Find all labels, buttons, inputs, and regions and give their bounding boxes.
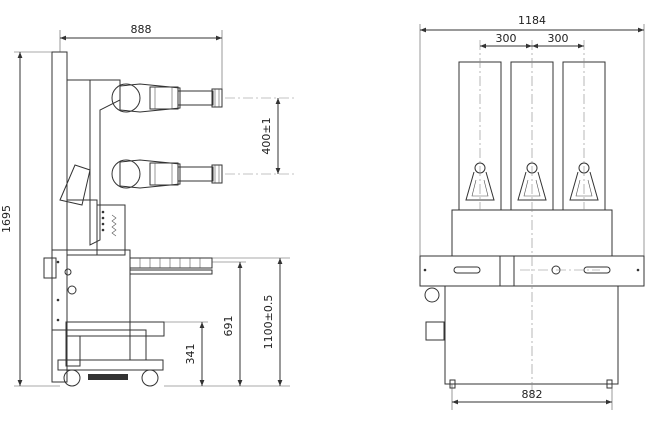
dim-phase-right: 300: [548, 32, 569, 45]
dim-arm-height: 1100±0.5: [262, 295, 275, 350]
dim-bottom-width: 882: [522, 388, 543, 401]
dim-frame-height: 691: [222, 316, 235, 337]
side-finger-rack: [129, 257, 213, 275]
side-spring: [111, 214, 117, 237]
dim-front-width: 1184: [518, 14, 546, 27]
dim-overall-height: 1695: [0, 205, 13, 233]
side-chassis: [51, 249, 131, 331]
front-plug: [425, 321, 445, 341]
side-mechanism-box: [96, 204, 126, 256]
front-dimensions: [419, 24, 645, 410]
side-view: [43, 51, 223, 387]
dim-phase-left: 300: [496, 32, 517, 45]
side-wheel-rear: [63, 369, 81, 387]
side-truck-base: [57, 359, 164, 371]
front-lower-body: [444, 285, 619, 385]
side-lower-contact-arm: [111, 159, 223, 189]
dim-base-height: 341: [184, 344, 197, 365]
side-wheel-front: [141, 369, 159, 387]
side-dimensions: [14, 30, 290, 387]
side-slant-support: [59, 164, 91, 206]
front-side-knob: [424, 287, 440, 303]
side-back-plate: [51, 51, 68, 383]
side-mechanism-upper: [66, 199, 98, 256]
side-upper-housing: [89, 79, 121, 246]
side-handle: [43, 257, 57, 279]
dim-pole-spacing: 400±1: [260, 117, 273, 154]
side-truck-beam: [65, 321, 165, 337]
side-upper-contact-arm: [111, 83, 223, 113]
dim-side-width: 888: [131, 23, 152, 36]
